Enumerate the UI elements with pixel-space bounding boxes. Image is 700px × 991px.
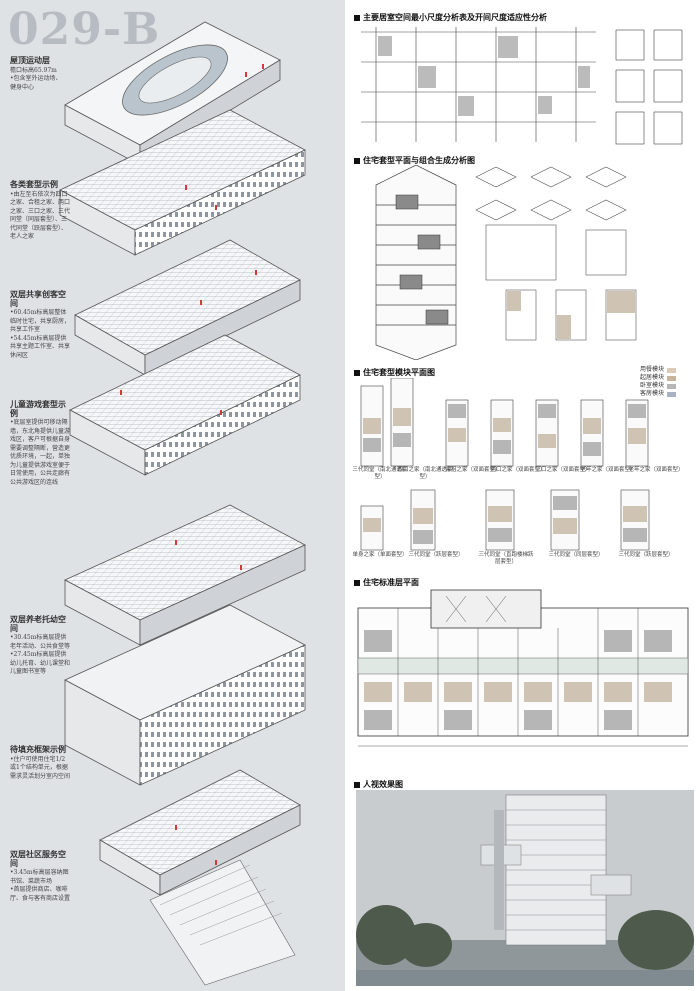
exploded-axonometric-drawing xyxy=(59,21,306,986)
note-elderly-childcare: 双层养老托幼空间 •30.45m标高层提供老年活动、公共食堂等 •27.45m标… xyxy=(10,614,71,675)
min-dimension-diagram xyxy=(361,27,683,145)
unit-label: 老年之家（双面套型） xyxy=(580,467,636,473)
unit-label: 三代同堂（直跑楼梯跃层套型） xyxy=(478,552,534,565)
note-roof: 屋顶运动层 檐口标高65.97m •包含室外运动场、 健身中心 xyxy=(10,55,62,91)
unit-generation-diagram xyxy=(375,165,637,360)
section-title-min-dimension: 主要居室空间最小尺度分析表及开间尺度适应性分析 xyxy=(354,12,547,23)
legend-item: 起居模块 xyxy=(640,374,677,382)
children-play-layer xyxy=(69,334,301,476)
section-marker xyxy=(354,157,360,164)
unit-label: 三代同堂（跃层套型） xyxy=(408,552,464,558)
section-title-standard-floor: 住宅标准层平面 xyxy=(354,577,419,588)
unit-label: 三代同堂（跃层套型） xyxy=(618,552,674,558)
unit-label: 三代同堂（同层套型） xyxy=(548,552,604,558)
project-code: 029-B xyxy=(8,4,161,55)
tower xyxy=(480,794,632,946)
module-legend: 用餐模块 起居模块 卧室模块 客房模块 xyxy=(640,366,677,398)
section-title-unit-generation: 住宅套型平面与组合生成分析图 xyxy=(354,155,475,166)
section-title-perspective: 人视效果图 xyxy=(354,779,403,790)
community-service-layer xyxy=(99,769,301,986)
legend-item: 客房模块 xyxy=(640,390,677,398)
unit-label: 单身之家（单面套型） xyxy=(352,552,408,558)
elderly-childcare-layer xyxy=(64,504,306,646)
section-marker xyxy=(354,14,360,21)
section-marker xyxy=(354,781,360,788)
unit-label: 老年之家（双面套型） xyxy=(628,467,684,473)
legend-swatch xyxy=(667,383,677,389)
axonometric-panel: 029-B xyxy=(0,0,345,991)
unit-types-layer xyxy=(59,109,306,256)
unit-label: 四口之家（南北通透套型） xyxy=(397,467,453,480)
note-coworking: 双层共享创客空间 •60.45m标高层整体临时住宅，共享厨房，共享工作室 •54… xyxy=(10,289,71,359)
perspective-rendering xyxy=(356,790,694,986)
note-framework: 待填充框架示例 •住户可使用住宅1/2或1个结构单元，根据需求灵活划分室内空间 xyxy=(10,744,71,780)
framework-layer xyxy=(64,604,306,786)
note-children-play: 儿童游戏套型示例 •底层室提供可移动隔墙，东北角提供儿童游戏区，客户可根据自身需… xyxy=(10,399,71,486)
unit-label: 两口之家（双面套型） xyxy=(490,467,546,473)
trees xyxy=(356,905,694,970)
section-marker xyxy=(354,579,360,586)
legend-swatch xyxy=(667,391,677,397)
section-marker xyxy=(354,369,360,376)
note-unit-types: 各类套型示例 •由左至右依次为四口之家、合租之家、两口之家、三口之家、三代同堂（… xyxy=(10,179,71,240)
note-community: 双层社区服务空间 •3.45m标高层容纳图书馆、菜蔬市场 •首层提供商店、咖啡厅… xyxy=(10,849,71,902)
people-markers xyxy=(120,64,264,865)
unit-label: 三代同堂（南北通透套型） xyxy=(352,467,408,480)
section-title-unit-modules: 住宅套型模块平面图 xyxy=(354,367,435,378)
unit-label: 三口之家（双面套型） xyxy=(535,467,591,473)
unit-label: 合租之家（双面套型） xyxy=(445,467,501,473)
unit-module-plans xyxy=(360,378,650,551)
legend-swatch xyxy=(667,375,677,381)
legend-swatch xyxy=(667,367,677,373)
legend-item: 卧室模块 xyxy=(640,382,677,390)
corridor xyxy=(357,657,689,675)
coworking-layer xyxy=(74,239,301,376)
legend-item: 用餐模块 xyxy=(640,366,677,374)
standard-floor-plan xyxy=(357,589,689,747)
